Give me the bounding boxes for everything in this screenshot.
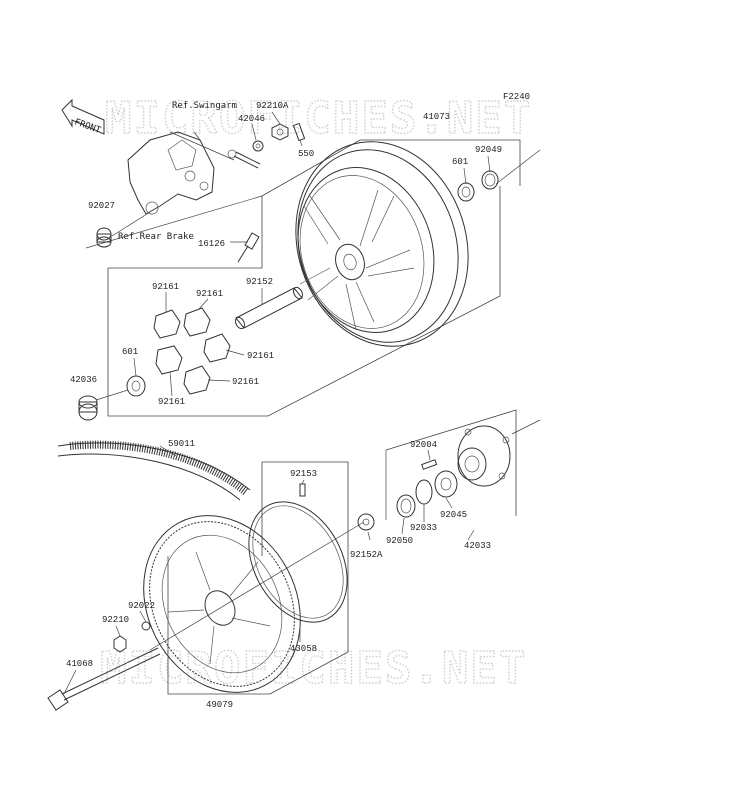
watermark-top: MICROFICHES.NET	[105, 93, 532, 144]
washer-42046	[252, 140, 264, 152]
label-leaders	[63, 111, 491, 695]
diagram-code: F2240	[503, 92, 530, 102]
circlip-92033	[415, 479, 433, 505]
lead-swingarm	[169, 131, 235, 161]
drive-belt-59011	[57, 440, 251, 501]
washer-92022	[141, 621, 151, 631]
hub-42033	[457, 425, 511, 487]
watermark-bottom: MICROFICHES.NET	[100, 643, 527, 694]
part-label-92045: 92045	[440, 510, 467, 520]
part-label-92153: 92153	[290, 469, 317, 479]
seal-92050	[396, 494, 416, 518]
part-label-601-lower: 601	[122, 347, 138, 357]
part-label-59011: 59011	[168, 439, 195, 449]
part-label-43058: 43058	[290, 644, 317, 654]
bearing-92045	[434, 470, 458, 498]
part-label-92161-b: 92161	[196, 289, 223, 299]
bolt-92153	[299, 483, 306, 497]
part-label-49079: 49079	[206, 700, 233, 710]
part-label-16126: 16126	[198, 239, 225, 249]
lead-92027b	[111, 211, 151, 237]
lead-92152A	[367, 531, 371, 541]
part-label-92152: 92152	[246, 277, 273, 287]
seal-92049	[481, 170, 499, 190]
part-label-92027: 92027	[88, 201, 115, 211]
front-arrow-icon: FRONT	[61, 98, 105, 136]
bearing-601-upper	[457, 182, 475, 202]
part-label-92161-d: 92161	[232, 377, 259, 387]
part-label-92033: 92033	[410, 523, 437, 533]
part-label-92161-e: 92161	[158, 397, 185, 407]
gasket-43058	[248, 501, 348, 623]
part-label-92050: 92050	[386, 536, 413, 546]
bearing-601-lower	[126, 375, 146, 397]
lead-swingarm-b	[193, 131, 201, 141]
lower-guide-lines	[149, 409, 541, 695]
part-label-92210A: 92210A	[256, 101, 289, 111]
collar-92152A	[357, 513, 375, 531]
part-label-92161-a: 92161	[152, 282, 179, 292]
collar-42036	[78, 395, 98, 421]
axle-41068	[47, 647, 161, 711]
spacer-92152	[234, 286, 304, 330]
part-label-92049: 92049	[475, 145, 502, 155]
part-label-550: 550	[298, 149, 314, 159]
upper-guide-lines	[85, 139, 541, 417]
part-label-42033: 42033	[464, 541, 491, 551]
caliper-bracket	[127, 131, 215, 215]
part-label-42036: 42036	[70, 375, 97, 385]
bolt-92210A	[227, 149, 261, 169]
ref-swingarm-label: Ref.Swingarm	[172, 101, 237, 111]
part-label-92161-c: 92161	[247, 351, 274, 361]
part-label-92004: 92004	[410, 440, 437, 450]
part-label-92022: 92022	[128, 601, 155, 611]
part-label-601-upper: 601	[452, 157, 468, 167]
collar-92027	[96, 227, 112, 248]
part-label-92152A: 92152A	[350, 550, 383, 560]
rear-wheel-41073	[295, 141, 469, 347]
part-label-41068: 41068	[66, 659, 93, 669]
damper-92161-group	[153, 307, 231, 395]
part-label-92210: 92210	[102, 615, 129, 625]
lead-42036	[95, 389, 129, 401]
ref-rear-brake-label: Ref.Rear Brake	[118, 232, 194, 242]
part-label-41073: 41073	[423, 112, 450, 122]
valve-16126	[237, 232, 260, 263]
pin-550	[292, 122, 306, 142]
rear-sprocket-49079	[143, 515, 301, 693]
lead-59011	[159, 445, 177, 457]
stud-92004	[421, 459, 438, 470]
part-label-42046: 42046	[238, 114, 265, 124]
